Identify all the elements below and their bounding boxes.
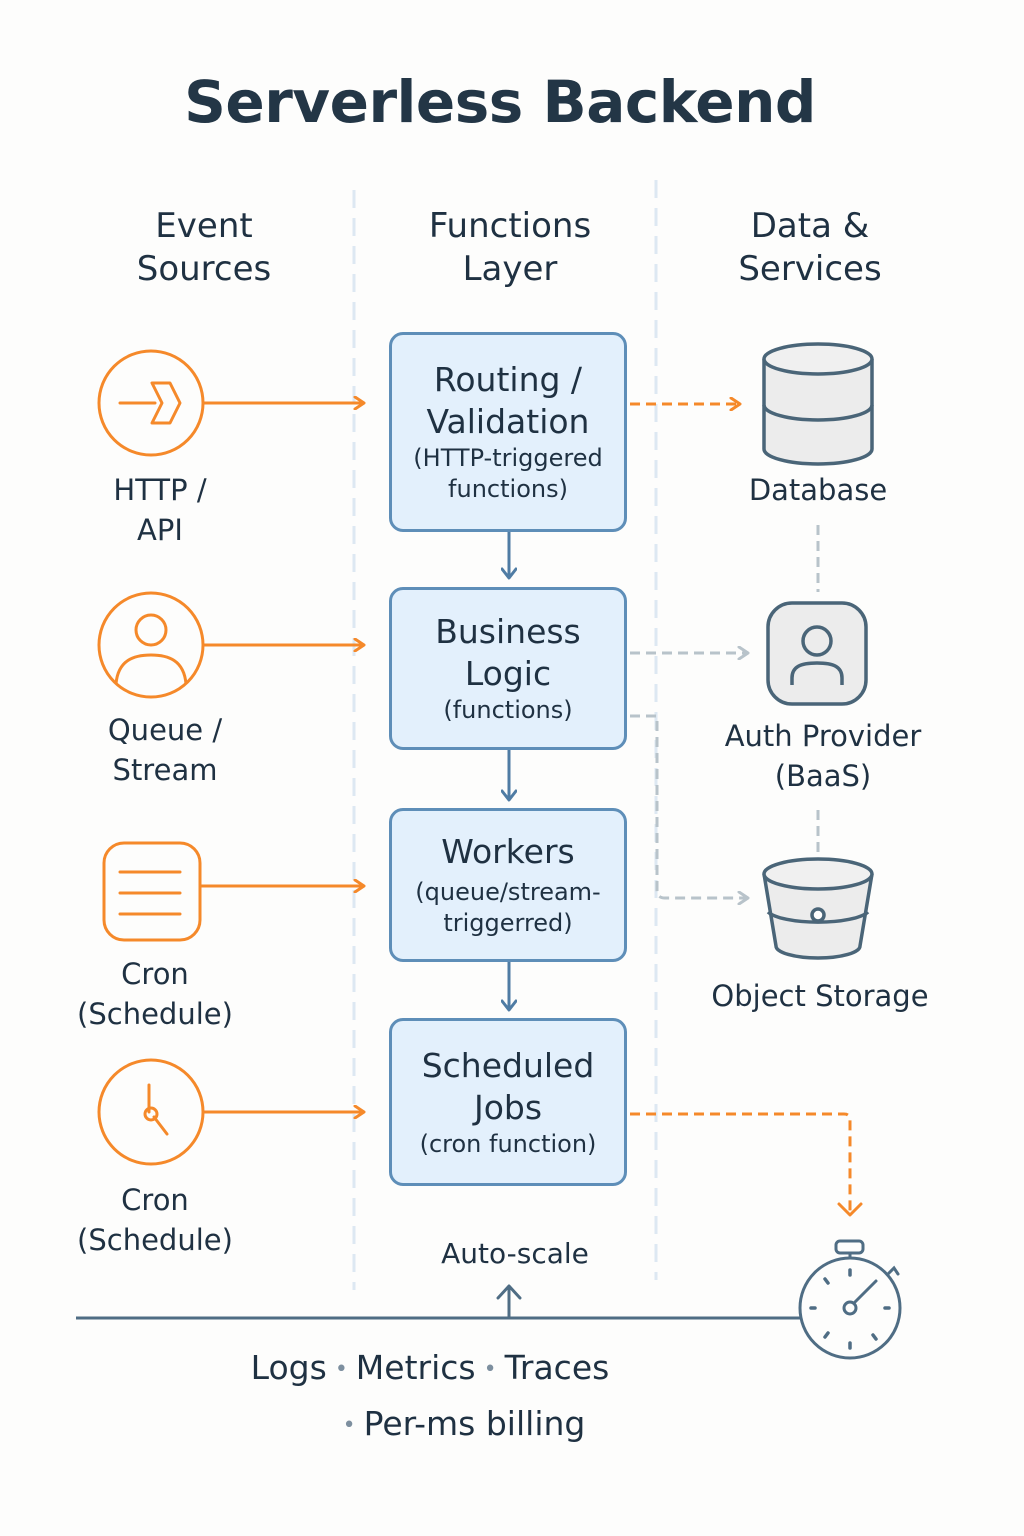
label-line: Stream	[112, 753, 218, 787]
function-subtitle: (queue/stream-	[415, 878, 601, 906]
function-title: Jobs	[473, 1087, 543, 1127]
function-title: Scheduled	[421, 1045, 595, 1085]
label-line: (Schedule)	[77, 997, 233, 1031]
label-line: (BaaS)	[774, 759, 872, 793]
function-subtitle: functions)	[448, 475, 568, 503]
label-line: Queue /	[107, 713, 223, 747]
label-line: (Schedule)	[77, 1223, 233, 1257]
label-line: HTTP /	[113, 473, 207, 507]
function-title: Routing /	[433, 360, 583, 399]
label-line: Auth Provider	[724, 719, 922, 753]
stopwatch-icon	[798, 1239, 902, 1360]
function-box-business-logic[interactable]: Business Logic (functions)	[389, 587, 627, 750]
auth-user-icon	[766, 601, 868, 706]
http-arrow-icon	[97, 349, 205, 457]
source-label-http-api: HTTP / API	[60, 470, 260, 550]
column-header-data-services: Data & Services	[700, 205, 920, 291]
function-title: Workers	[441, 832, 575, 871]
separator-dot: •	[342, 1413, 356, 1438]
connector-scheduled-to-timer	[630, 1112, 852, 1212]
label-line: Object Storage	[711, 979, 929, 1013]
column-header-line: Services	[738, 249, 882, 289]
user-icon	[97, 591, 205, 699]
column-header-line: Sources	[136, 249, 272, 289]
separator-dot: •	[334, 1357, 348, 1382]
separator-dot: •	[483, 1357, 497, 1382]
function-subtitle: (cron function)	[419, 1129, 597, 1158]
function-subtitle: triggerred)	[443, 909, 573, 937]
function-title: Validation	[426, 402, 590, 441]
clock-icon	[97, 1058, 205, 1166]
source-label-cron-schedule-2: Cron (Schedule)	[55, 1180, 255, 1260]
bucket-icon	[762, 857, 874, 960]
service-label-object-storage: Object Storage	[690, 976, 950, 1016]
label-line: API	[137, 513, 183, 547]
source-label-cron-schedule: Cron (Schedule)	[55, 954, 255, 1034]
footer-item-logs: Logs	[250, 1348, 327, 1387]
service-label-database: Database	[718, 470, 918, 510]
column-header-event-sources: Event Sources	[104, 205, 304, 291]
function-box-workers[interactable]: Workers (queue/stream- triggerred)	[389, 808, 627, 962]
column-header-line: Layer	[462, 249, 558, 289]
arrowhead	[496, 1284, 522, 1300]
function-subtitle: (functions)	[443, 696, 573, 724]
diagram-title: Serverless Backend	[184, 68, 816, 136]
source-label-queue-stream: Queue / Stream	[65, 710, 265, 790]
footer-item-traces: Traces	[504, 1348, 610, 1387]
connector-business-to-storage	[630, 714, 748, 898]
footer-item-billing: Per-ms billing	[363, 1404, 586, 1443]
footer-line-1: Logs • Metrics • Traces	[180, 1348, 680, 1387]
column-header-line: Data &	[750, 206, 870, 246]
function-title: Logic	[464, 654, 552, 693]
function-box-routing-validation[interactable]: Routing / Validation (HTTP-triggered fun…	[389, 332, 627, 532]
database-icon	[762, 342, 874, 466]
column-header-line: Event	[155, 206, 253, 246]
function-subtitle: (HTTP-triggered	[413, 444, 603, 472]
column-header-line: Functions	[428, 206, 592, 246]
column-header-functions-layer: Functions Layer	[400, 205, 620, 291]
label-line: Cron	[121, 957, 189, 991]
function-box-scheduled-jobs[interactable]: Scheduled Jobs (cron function)	[389, 1018, 627, 1186]
service-label-auth-provider: Auth Provider (BaaS)	[703, 716, 943, 796]
autoscale-label: Auto-scale	[441, 1237, 589, 1270]
label-line: Cron	[121, 1183, 189, 1217]
list-icon	[102, 841, 202, 942]
footer-item-metrics: Metrics	[355, 1348, 476, 1387]
label-line: Database	[748, 473, 888, 507]
function-title: Business	[435, 612, 581, 651]
footer-line-2: • Per-ms billing	[250, 1404, 670, 1443]
arrowhead	[837, 1202, 863, 1217]
